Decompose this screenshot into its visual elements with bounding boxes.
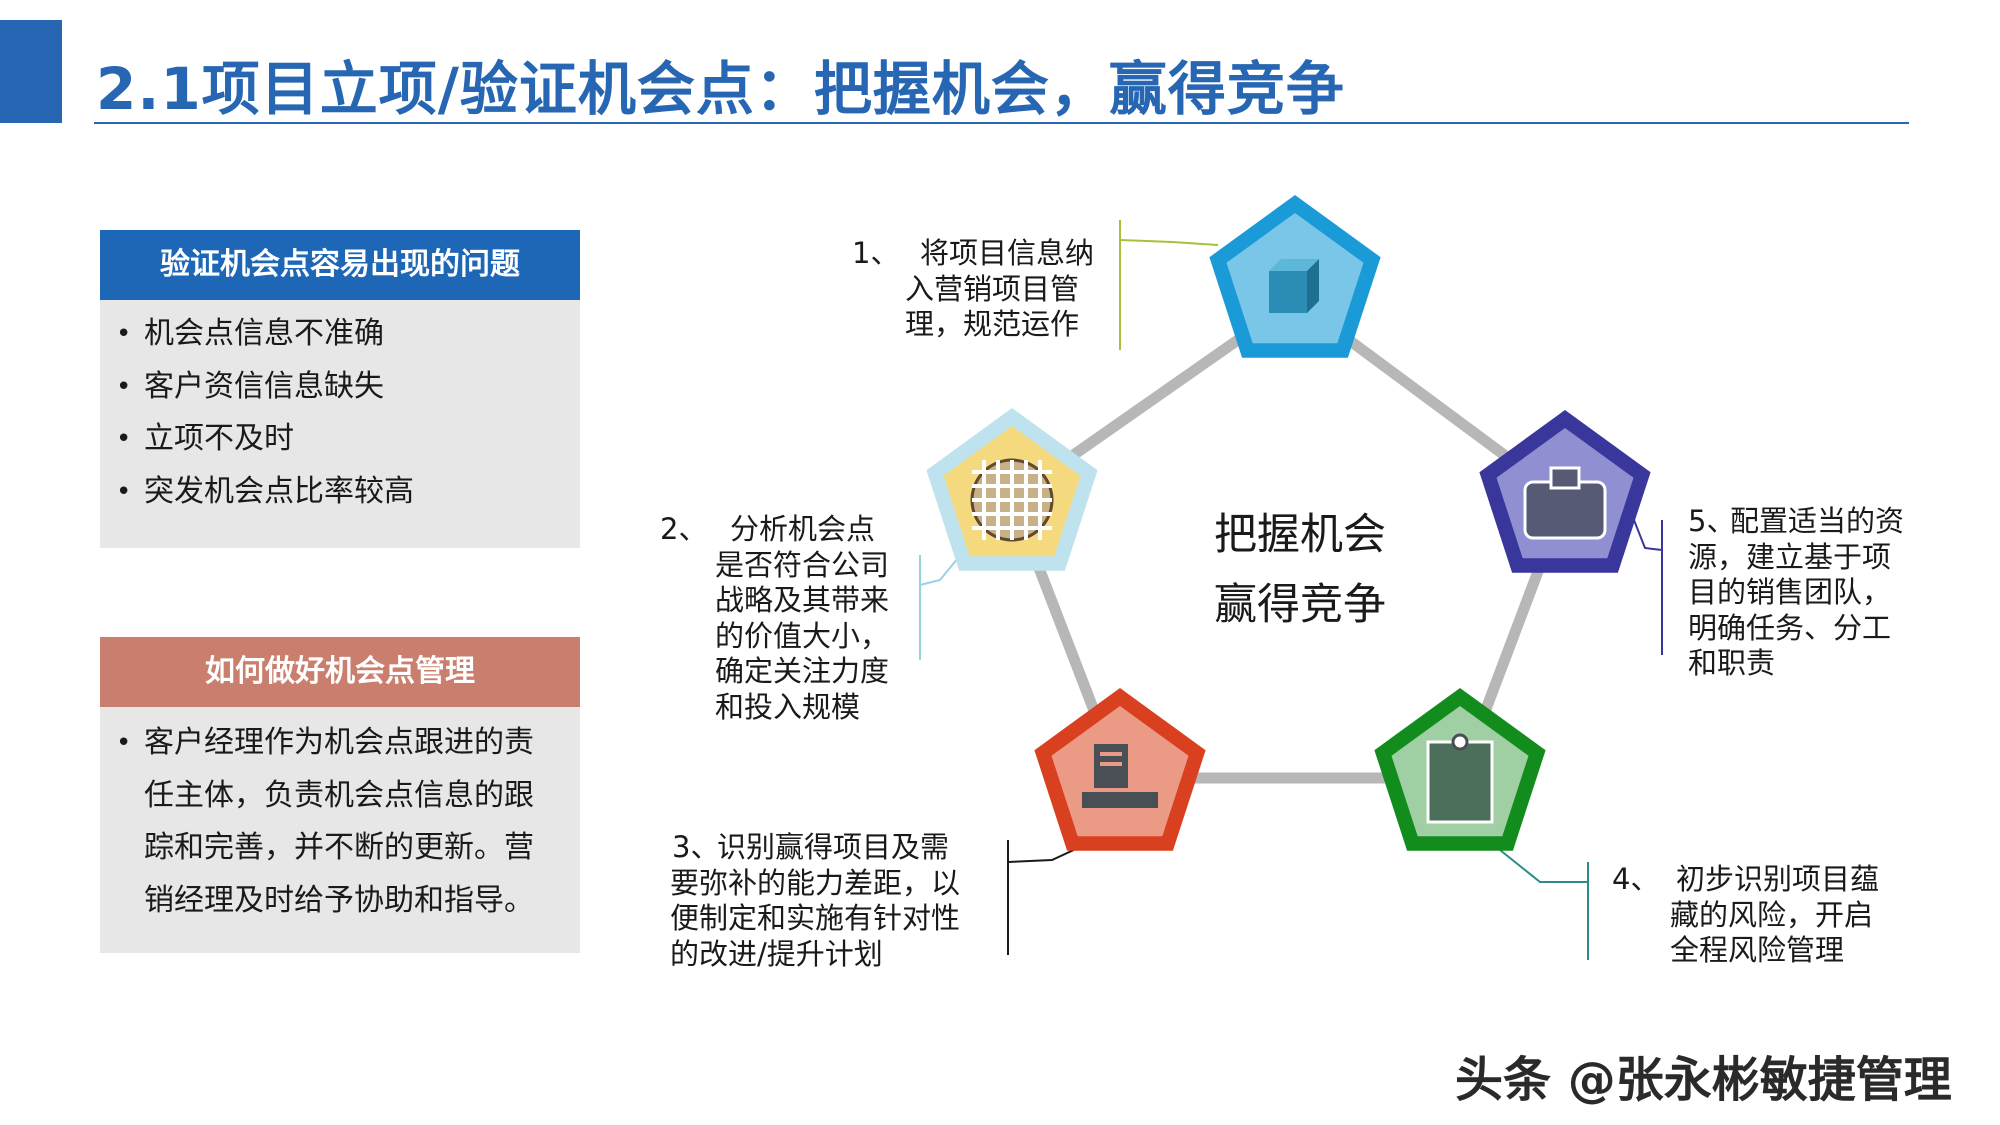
step-4-line-2: 藏的风险，开启 bbox=[1670, 897, 1874, 932]
callout-line-2 bbox=[919, 557, 959, 586]
step-4-number: 4、 bbox=[1612, 862, 1660, 896]
step-4-node bbox=[1374, 688, 1546, 851]
step-5-number: 5、 bbox=[1688, 504, 1736, 538]
problems-panel: 验证机会点容易出现的问题 机会点信息不准确 客户资信信息缺失 立项不及时 突发机… bbox=[100, 230, 580, 548]
list-item: 客户资信信息缺失 bbox=[100, 361, 560, 414]
step-4-line-1: 初步识别项目蕴 bbox=[1676, 862, 1880, 896]
title-accent-bar bbox=[0, 20, 62, 123]
step-2-line-3: 战略及其带来 bbox=[715, 583, 890, 617]
step-1-line-2: 入营销项目管 bbox=[905, 271, 1080, 306]
step-2-line-4: 的价值大小， bbox=[715, 618, 890, 653]
step-2-line-6: 和投入规模 bbox=[715, 689, 861, 724]
step-2-line-5: 确定关注力度 bbox=[715, 654, 890, 688]
step-1-number: 1、 bbox=[852, 236, 900, 270]
problems-list: 机会点信息不准确 客户资信信息缺失 立项不及时 突发机会点比率较高 bbox=[100, 300, 580, 518]
watermark: 头条 @张永彬敏捷管理 bbox=[1455, 1052, 1952, 1108]
center-line-2: 赢得竞争 bbox=[1214, 580, 1386, 630]
step-3-line-3: 便制定和实施有针对性 bbox=[670, 901, 961, 935]
manage-panel: 如何做好机会点管理 客户经理作为机会点跟进的责任主体，负责机会点信息的跟踪和完善… bbox=[100, 637, 580, 953]
step-1-node bbox=[1209, 195, 1381, 358]
step-5-line-5: 和职责 bbox=[1688, 646, 1776, 680]
step-5-node bbox=[1479, 410, 1651, 573]
clipboard-icon bbox=[1426, 733, 1494, 824]
list-item: 立项不及时 bbox=[100, 413, 560, 466]
step-5-line-4: 明确任务、分工 bbox=[1688, 610, 1892, 645]
manage-text: 客户经理作为机会点跟进的责任主体，负责机会点信息的跟踪和完善，并不断的更新。营销… bbox=[100, 707, 580, 927]
cube-icon bbox=[1269, 259, 1319, 313]
step-3-node bbox=[1034, 688, 1206, 851]
callout-line-4 bbox=[1499, 849, 1588, 883]
step-5-line-3: 目的销售团队， bbox=[1688, 575, 1892, 609]
callout-line-3 bbox=[1007, 847, 1079, 863]
step-1-line-1: 将项目信息纳 bbox=[920, 236, 1095, 270]
step-5-line-1: 配置适当的资 bbox=[1730, 504, 1905, 538]
center-line-1: 把握机会 bbox=[1214, 510, 1386, 560]
step-1-line-3: 理，规范运作 bbox=[905, 307, 1080, 341]
list-item: 突发机会点比率较高 bbox=[100, 466, 560, 519]
step-2-line-2: 是否符合公司 bbox=[715, 547, 890, 582]
problems-panel-title: 验证机会点容易出现的问题 bbox=[100, 230, 580, 300]
step-2-line-1: 分析机会点 bbox=[730, 512, 876, 546]
step-3-line-2: 要弥补的能力差距，以 bbox=[670, 865, 961, 900]
manage-panel-title: 如何做好机会点管理 bbox=[100, 637, 580, 707]
step-3-number: 3、 bbox=[672, 830, 720, 864]
globe-grid-icon bbox=[970, 458, 1054, 542]
callout-line-5 bbox=[1631, 514, 1663, 551]
step-3-line-1: 识别赢得项目及需 bbox=[717, 830, 950, 864]
title-underline bbox=[94, 122, 1909, 124]
step-2-node bbox=[926, 408, 1098, 571]
step-2-number: 2、 bbox=[660, 512, 708, 546]
step-5-line-2: 源，建立基于项 bbox=[1688, 539, 1892, 574]
step-4-line-3: 全程风险管理 bbox=[1670, 933, 1845, 967]
briefcase-icon bbox=[1523, 466, 1607, 540]
page-title: 2.1项目立项/验证机会点：把握机会，赢得竞争 bbox=[96, 55, 1345, 123]
list-item: 机会点信息不准确 bbox=[100, 308, 560, 361]
callout-line-1 bbox=[1119, 239, 1219, 246]
computer-icon bbox=[1082, 744, 1158, 808]
step-3-line-4: 的改进/提升计划 bbox=[670, 936, 883, 971]
